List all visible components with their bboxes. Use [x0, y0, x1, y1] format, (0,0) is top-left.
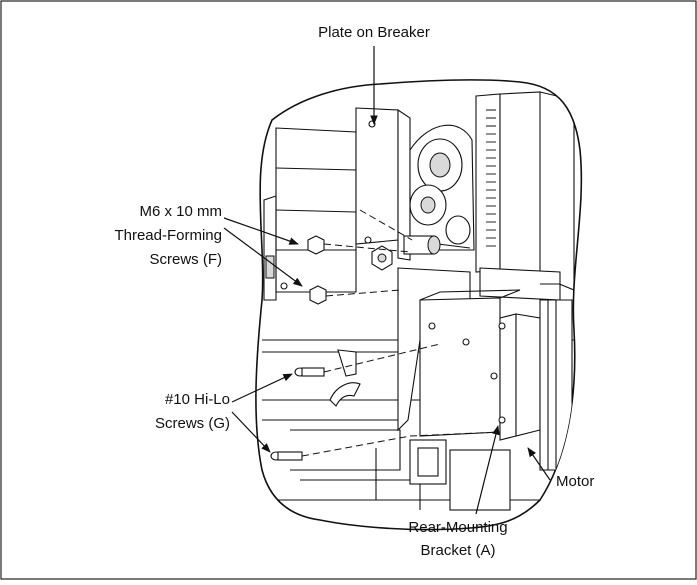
m6-screws-label-line2: Thread-Forming: [114, 227, 222, 244]
bracket-leader: [475, 425, 500, 515]
m6-screws-label-line1: M6 x 10 mm: [139, 203, 222, 220]
screw-g-leader-upper: [231, 373, 293, 403]
bracket-label-line2: Bracket (A): [420, 542, 495, 559]
screw-f-leader-upper: [223, 217, 299, 245]
hilo-screws-label-line1: #10 Hi-Lo: [165, 391, 230, 408]
m6-screws-label-line3: Screws (F): [150, 251, 223, 268]
motor-leader: [527, 447, 551, 481]
bracket-label-line1: Rear-Mounting: [408, 519, 507, 536]
motor-label: Motor: [556, 473, 594, 490]
plate-label: Plate on Breaker: [318, 24, 430, 41]
screw-f-leader-lower: [223, 227, 303, 287]
assembly-drawing: [262, 91, 582, 511]
screw-g-leader-lower: [231, 411, 271, 453]
hilo-screws-label-line2: Screws (G): [155, 415, 230, 432]
